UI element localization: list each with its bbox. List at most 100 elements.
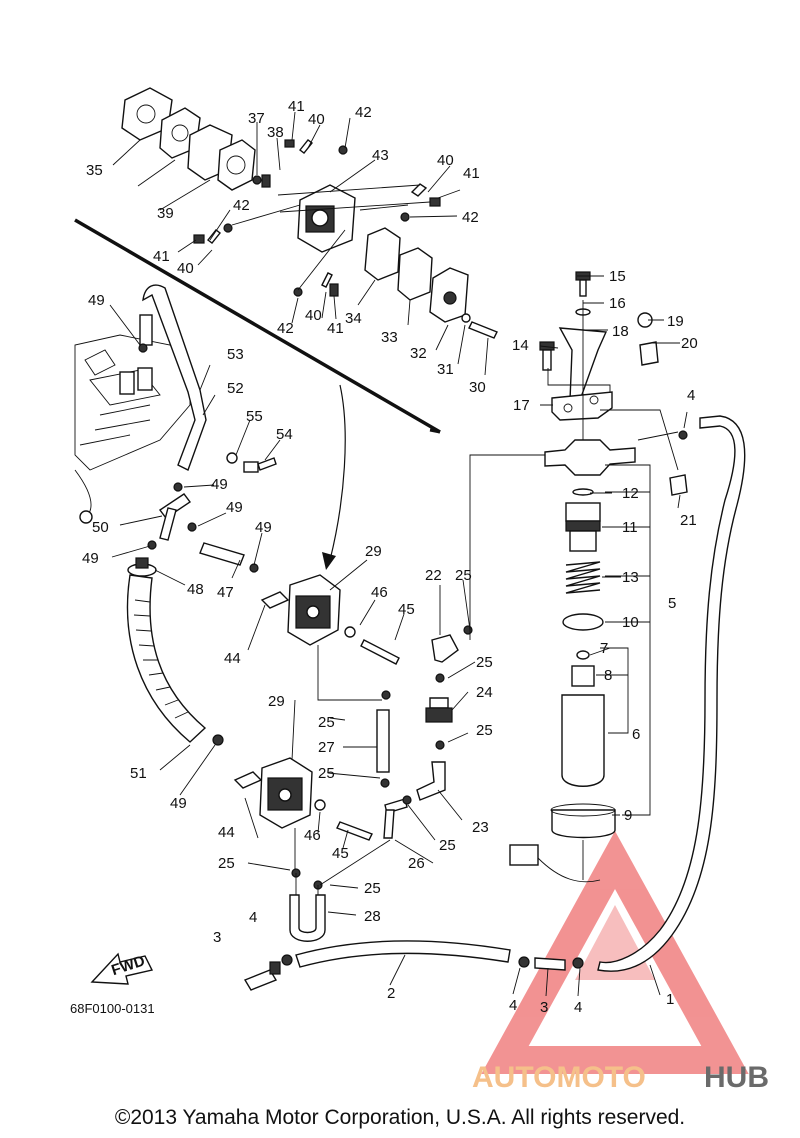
fuel-pump-upper xyxy=(260,574,400,701)
callout: 49 xyxy=(226,499,243,516)
callout: 17 xyxy=(513,397,530,414)
callout: 29 xyxy=(365,543,382,560)
callout: 41 xyxy=(463,165,480,182)
callout: 34 xyxy=(345,310,362,327)
callout: 25 xyxy=(318,714,335,731)
callout: 25 xyxy=(455,567,472,584)
callout: 4 xyxy=(249,909,257,926)
callout: 8 xyxy=(604,667,612,684)
callout: 49 xyxy=(211,476,228,493)
callout: 18 xyxy=(612,323,629,340)
callout: 40 xyxy=(305,307,322,324)
callout: 4 xyxy=(509,997,517,1014)
watermark-prefix: AUTOMOTO xyxy=(472,1061,646,1094)
callout: 20 xyxy=(681,335,698,352)
callout: 50 xyxy=(92,519,109,536)
callout: 11 xyxy=(622,519,638,536)
callout: 1 xyxy=(666,991,674,1008)
callout: 30 xyxy=(469,379,486,396)
callout: 53 xyxy=(227,346,244,363)
callout: 3 xyxy=(213,929,221,946)
callout: 25 xyxy=(364,880,381,897)
callout: 52 xyxy=(227,380,244,397)
callout-leaders xyxy=(109,111,688,997)
callout: 32 xyxy=(410,345,427,362)
callout: 19 xyxy=(667,313,684,330)
callout: 45 xyxy=(398,601,415,618)
divider-line xyxy=(74,218,441,434)
callout: 35 xyxy=(86,162,103,179)
callout: 12 xyxy=(622,485,639,502)
callout: 44 xyxy=(224,650,241,667)
callout: 25 xyxy=(476,722,493,739)
callout: 49 xyxy=(255,519,272,536)
callout: 25 xyxy=(218,855,235,872)
copyright-footer: ©2013 Yamaha Motor Corporation, U.S.A. A… xyxy=(114,1106,686,1129)
callout: 40 xyxy=(308,111,325,128)
callout: 31 xyxy=(437,361,454,378)
callout: 4 xyxy=(687,387,695,404)
hose-assembly-top xyxy=(138,284,277,473)
callout: 27 xyxy=(318,739,335,756)
callout: 15 xyxy=(609,268,626,285)
callout: 41 xyxy=(288,98,305,115)
callout: 39 xyxy=(157,205,174,222)
callout: 24 xyxy=(476,684,493,701)
watermark-suffix: HUB xyxy=(704,1061,769,1094)
callout: 40 xyxy=(177,260,194,277)
callout: 2 xyxy=(387,985,395,1002)
callout: 49 xyxy=(82,550,99,567)
callout: 42 xyxy=(355,104,372,121)
callout: 44 xyxy=(218,824,235,841)
callout: 42 xyxy=(462,209,479,226)
fuel-pump-exploded xyxy=(121,87,498,339)
callout: 46 xyxy=(304,827,321,844)
callout: 40 xyxy=(437,152,454,169)
callout: 42 xyxy=(277,320,294,337)
callout: 42 xyxy=(233,197,250,214)
callout: 41 xyxy=(153,248,170,265)
diagram-code: 68F0100-0131 xyxy=(70,1001,155,1016)
callout: 49 xyxy=(88,292,105,309)
callout: 49 xyxy=(170,795,187,812)
callout: 33 xyxy=(381,329,398,346)
callout: 51 xyxy=(130,765,147,782)
callout-labels: 1 2 3 3 4 4 4 4 5 6 7 8 9 10 11 12 13 14… xyxy=(82,98,698,1016)
callout: 5 xyxy=(668,595,676,612)
callout: 45 xyxy=(332,845,349,862)
callout: 23 xyxy=(472,819,489,836)
callout: 22 xyxy=(425,567,442,584)
fuel-lines xyxy=(243,415,746,991)
left-hoses xyxy=(126,482,259,746)
callout: 48 xyxy=(187,581,204,598)
callout: 10 xyxy=(622,614,639,631)
callout: 37 xyxy=(248,110,265,127)
callout: 4 xyxy=(574,999,582,1016)
callout: 6 xyxy=(632,726,640,743)
callout: 21 xyxy=(680,512,697,529)
callout: 46 xyxy=(371,584,388,601)
callout: 25 xyxy=(318,765,335,782)
fuel-filter-assembly xyxy=(509,271,688,883)
fuel-pump-lower xyxy=(233,757,373,870)
callout: 29 xyxy=(268,693,285,710)
callout: 25 xyxy=(476,654,493,671)
callout: 26 xyxy=(408,855,425,872)
callout: 9 xyxy=(624,807,632,824)
callout: 38 xyxy=(267,124,284,141)
divider-line-2 xyxy=(429,428,441,434)
callout: 41 xyxy=(327,320,344,337)
callout: 54 xyxy=(276,426,293,443)
callout: 14 xyxy=(512,337,529,354)
callout: 13 xyxy=(622,569,639,586)
engine-block xyxy=(74,334,191,524)
callout: 7 xyxy=(600,640,608,657)
callout: 43 xyxy=(372,147,389,164)
watermark-text: AUTOMOTO HUB xyxy=(472,1061,769,1094)
callout: 16 xyxy=(609,295,626,312)
callout: 28 xyxy=(364,908,381,925)
callout: 3 xyxy=(540,999,548,1016)
callout: 25 xyxy=(439,837,456,854)
callout: 47 xyxy=(217,584,234,601)
